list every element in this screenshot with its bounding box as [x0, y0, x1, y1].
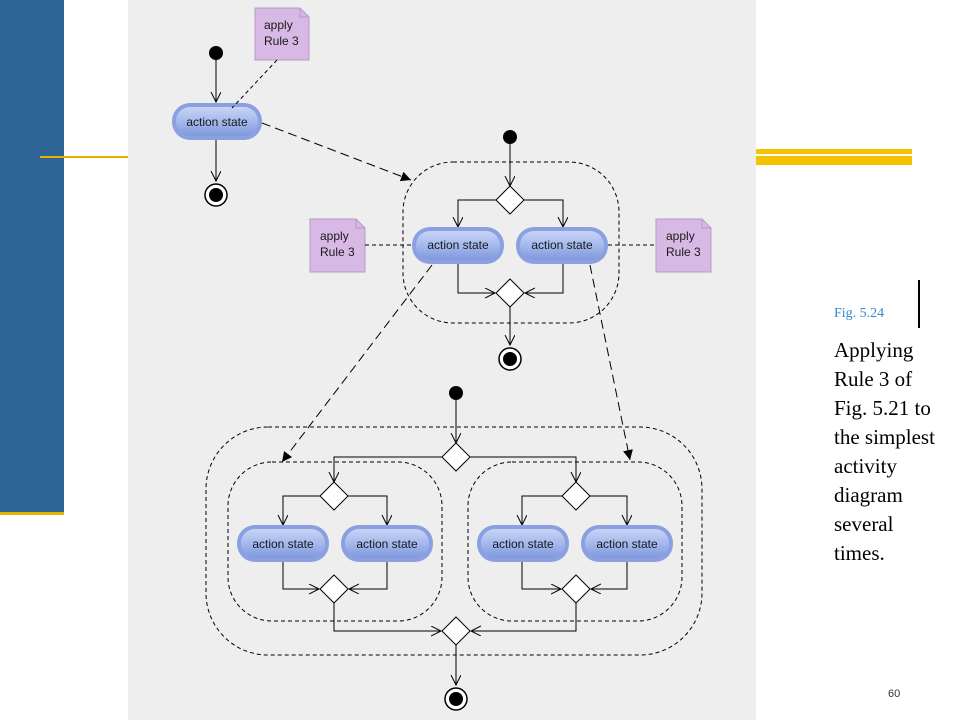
- flow-arrow: [522, 495, 562, 525]
- final-node: [498, 347, 522, 371]
- accent-line-left: [40, 156, 128, 158]
- note-line-1: apply: [264, 18, 293, 32]
- figure-label: Fig. 5.24: [834, 306, 885, 321]
- action-state-label: action state: [531, 238, 593, 252]
- initial-node: [503, 130, 517, 144]
- decision-node: [319, 481, 349, 511]
- page-number: 60: [888, 688, 901, 700]
- flow-arrow: [524, 199, 563, 227]
- flow-arrow: [334, 456, 442, 482]
- action-state-label: action state: [492, 537, 554, 551]
- transformation-arrow: [261, 122, 412, 182]
- note-apply-rule: apply Rule 3: [309, 218, 366, 273]
- flow-arrow: [525, 264, 564, 293]
- action-state-node: action state: [477, 525, 569, 562]
- flow-arrow: [348, 495, 387, 525]
- stage-1: action state apply Rule 3: [172, 7, 310, 207]
- action-state-node: action state: [412, 227, 504, 264]
- flow-arrow: [590, 495, 627, 525]
- merge-node: [495, 278, 525, 308]
- note-line-2: Rule 3: [666, 245, 701, 259]
- decision-node: [441, 442, 471, 472]
- stage-2: action state action state apply Rule 3 a…: [309, 130, 712, 371]
- note-apply-rule: apply Rule 3: [254, 7, 310, 61]
- note-line-2: Rule 3: [320, 245, 355, 259]
- action-state-node: action state: [172, 103, 262, 140]
- merge-node: [319, 574, 349, 604]
- expansion-region: [402, 161, 620, 324]
- decision-node: [495, 185, 525, 215]
- note-apply-rule: apply Rule 3: [655, 218, 712, 273]
- expansion-region-left: [227, 461, 443, 622]
- note-connector: [231, 59, 278, 109]
- action-state-label: action state: [596, 537, 658, 551]
- merge-node: [561, 574, 591, 604]
- figure-caption: Applying Rule 3 of Fig. 5.21 to the simp…: [834, 338, 935, 565]
- initial-node: [449, 386, 463, 400]
- action-state-node: action state: [581, 525, 673, 562]
- flow-arrow: [591, 562, 628, 589]
- flow-arrow: [458, 199, 496, 227]
- decision-node: [561, 481, 591, 511]
- final-node: [204, 183, 228, 207]
- accent-bar-right: [756, 149, 912, 165]
- divider-line: [918, 280, 920, 328]
- stage-3: action state action state action state a…: [205, 386, 703, 711]
- merge-node: [441, 616, 471, 646]
- note-line-2: Rule 3: [264, 34, 299, 48]
- initial-node: [209, 46, 223, 60]
- sidebar-band: [0, 0, 64, 515]
- flow-arrow: [333, 603, 441, 631]
- expansion-region-right: [467, 461, 683, 622]
- flow-arrow: [282, 562, 319, 589]
- action-state-node: action state: [341, 525, 433, 562]
- action-state-label: action state: [356, 537, 418, 551]
- transformation-arrow: [589, 264, 633, 461]
- expansion-region-outer: [205, 426, 703, 656]
- action-state-label: action state: [427, 238, 489, 252]
- flow-arrow: [349, 562, 388, 589]
- action-state-label: action state: [252, 537, 314, 551]
- action-state-node: action state: [516, 227, 608, 264]
- transformation-arrow: [281, 264, 433, 463]
- note-line-1: apply: [320, 229, 349, 243]
- final-node: [444, 687, 468, 711]
- flow-arrow: [283, 495, 320, 525]
- flow-arrow: [471, 603, 577, 631]
- note-line-1: apply: [666, 229, 695, 243]
- flow-arrow: [470, 456, 576, 482]
- action-state-label: action state: [186, 115, 248, 129]
- action-state-node: action state: [237, 525, 329, 562]
- flow-arrow: [457, 264, 495, 293]
- flow-arrow: [521, 562, 561, 589]
